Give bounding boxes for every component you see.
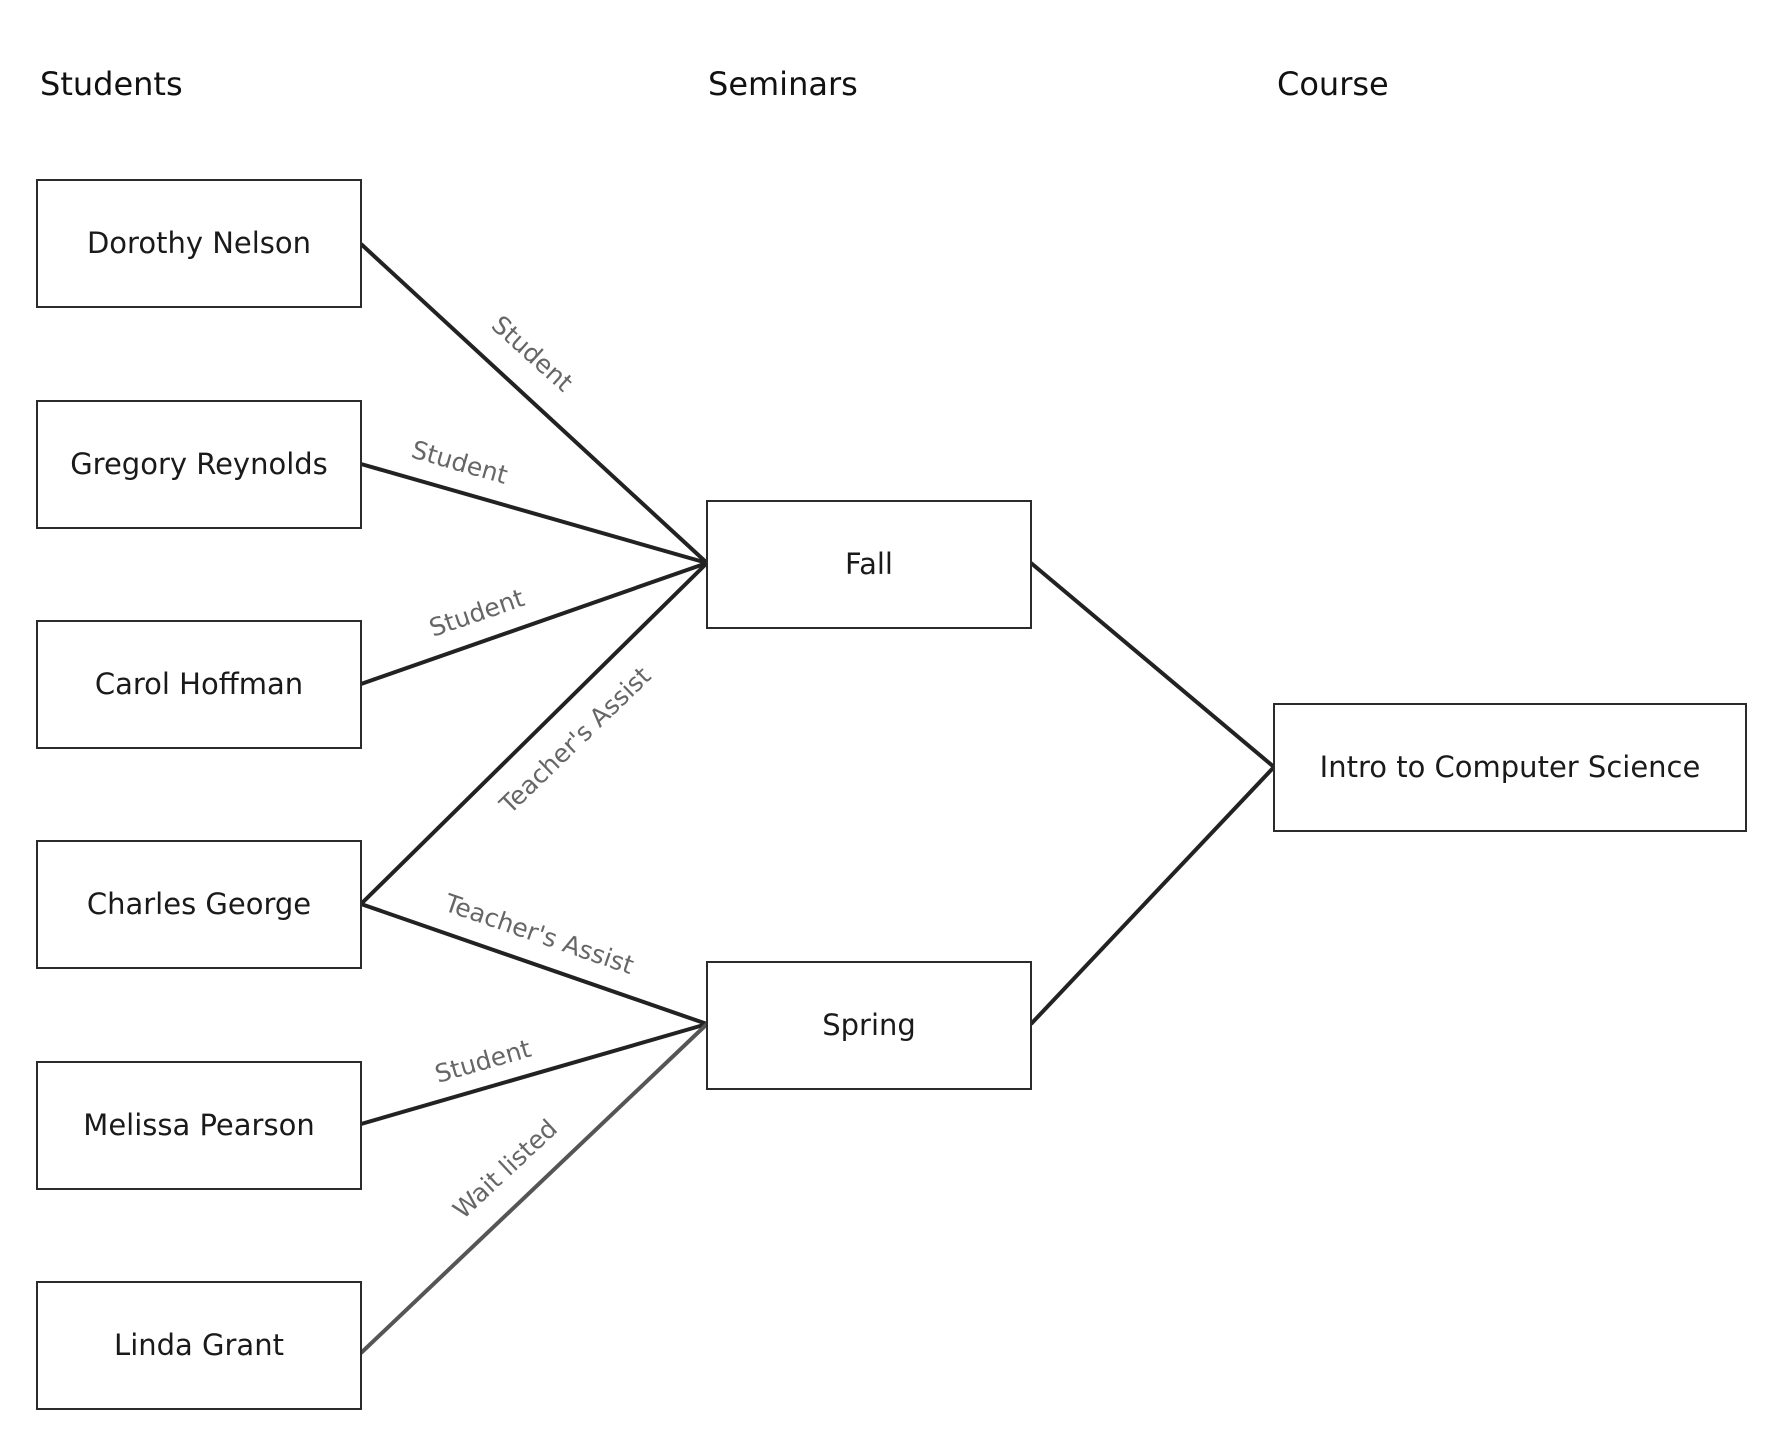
edge-charles-spring [360, 902, 708, 1026]
seminars-header: Seminars [708, 65, 858, 103]
edges [359, 242, 1276, 1355]
edge-melissa-spring [360, 1022, 708, 1126]
edge-fall-course [1029, 561, 1276, 769]
student-node-melissa[interactable]: Melissa Pearson [36, 1061, 362, 1190]
seminar-name: Fall [845, 547, 893, 581]
course-name: Intro to Computer Science [1320, 750, 1701, 784]
student-node-carol[interactable]: Carol Hoffman [36, 620, 362, 749]
edge-gregory-fall [360, 462, 708, 565]
edge-linda-spring [359, 1022, 709, 1355]
seminar-node-fall[interactable]: Fall [706, 500, 1032, 629]
edge-dorothy-fall [359, 242, 709, 565]
edge-charles-fall [359, 561, 709, 906]
student-name: Charles George [87, 887, 311, 921]
edge-labels: Student Student Student Teacher's Assist… [408, 310, 656, 1224]
course-node[interactable]: Intro to Computer Science [1273, 703, 1747, 832]
edge-label-linda-spring: Wait listed [447, 1114, 563, 1225]
edge-label-charles-fall: Teacher's Assist [493, 661, 656, 820]
student-name: Melissa Pearson [83, 1108, 314, 1142]
edge-label-melissa-spring: Student [432, 1034, 535, 1089]
student-node-gregory[interactable]: Gregory Reynolds [36, 400, 362, 529]
student-node-dorothy[interactable]: Dorothy Nelson [36, 179, 362, 308]
student-node-charles[interactable]: Charles George [36, 840, 362, 969]
student-name: Gregory Reynolds [70, 447, 328, 481]
seminar-node-spring[interactable]: Spring [706, 961, 1032, 1090]
student-name: Dorothy Nelson [87, 226, 311, 260]
edge-spring-course [1029, 765, 1276, 1026]
students-header: Students [40, 65, 183, 103]
student-name: Carol Hoffman [95, 667, 303, 701]
course-header: Course [1277, 65, 1389, 103]
student-name: Linda Grant [114, 1328, 284, 1362]
seminar-name: Spring [822, 1008, 916, 1042]
edge-label-dorothy-fall: Student [486, 310, 579, 398]
edge-label-carol-fall: Student [426, 583, 529, 643]
edge-carol-fall [360, 561, 708, 686]
student-node-linda[interactable]: Linda Grant [36, 1281, 362, 1410]
